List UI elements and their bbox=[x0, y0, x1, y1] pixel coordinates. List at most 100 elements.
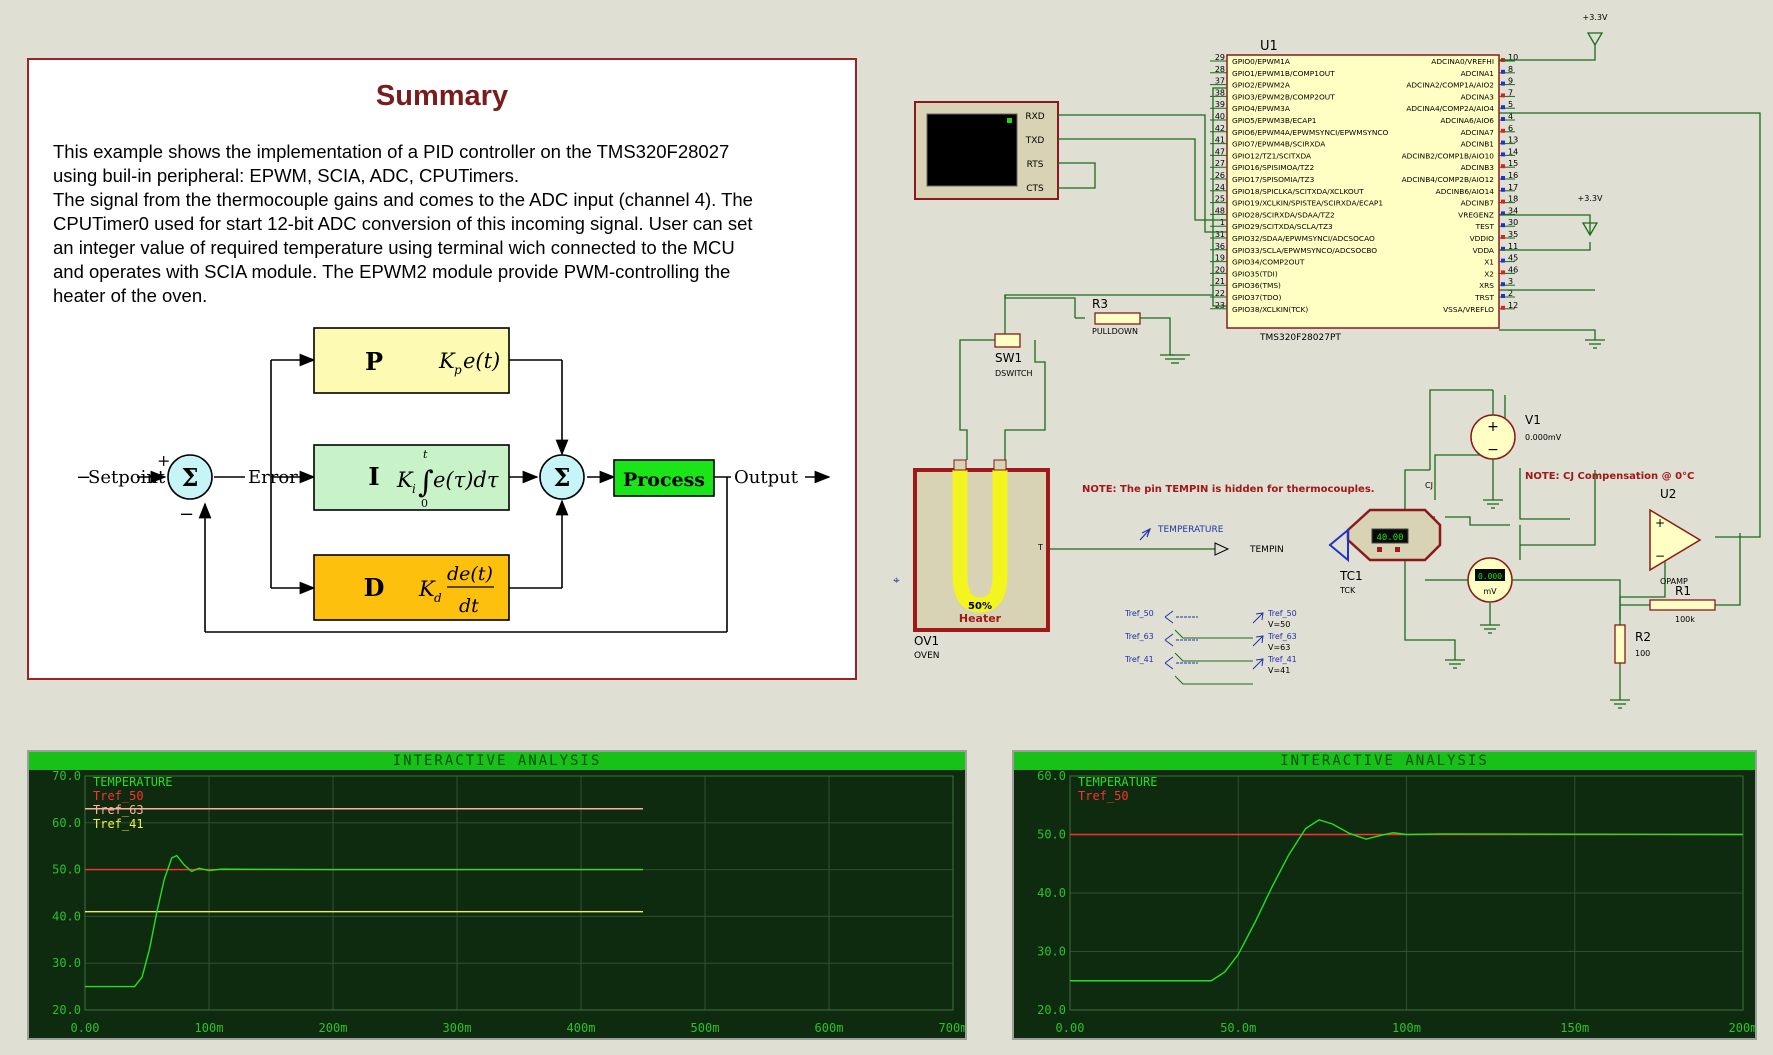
oven-heater-label: Heater bbox=[959, 612, 1002, 625]
summary-line-1: This example shows the implementation of… bbox=[53, 141, 730, 162]
x-tick-label: 200m bbox=[1729, 1021, 1755, 1035]
x-tick-label: 200m bbox=[319, 1021, 348, 1035]
virtual-terminal: RXD TXD RTS CTS bbox=[914, 101, 1059, 200]
temperature-probe-label: TEMPERATURE bbox=[1157, 525, 1224, 535]
mcu-left-pin-num: 48 bbox=[1215, 206, 1225, 215]
mcu-right-pin-state bbox=[1501, 105, 1505, 110]
gen-right-3: Tref_41 bbox=[1267, 655, 1297, 664]
mcu-right-pin-num: 9 bbox=[1508, 77, 1513, 86]
terminal-pin-rxd: RXD bbox=[1025, 112, 1044, 122]
u2-value: OPAMP bbox=[1660, 577, 1688, 586]
summary-line-6: and operates with SCIA module. The EPWM2… bbox=[53, 261, 731, 282]
svg-text:p: p bbox=[454, 363, 462, 377]
mcu-right-pin-name: ADCINB4/COMP2B/AIO12 bbox=[1402, 175, 1494, 184]
mcu-left-pin-num: 1 bbox=[1220, 218, 1225, 227]
y-tick-label: 50.0 bbox=[1037, 828, 1066, 842]
mcu-right-pin-state bbox=[1501, 258, 1505, 263]
tc1-cj-label: CJ bbox=[1425, 481, 1433, 490]
v1-minus: − bbox=[1487, 442, 1499, 458]
gen-left-2: Tref_63 bbox=[1124, 632, 1154, 641]
mcu-left-pin-name: GPIO34/COMP2OUT bbox=[1232, 258, 1305, 267]
mcu-left-pin-name: GPIO0/EPWM1A bbox=[1232, 57, 1290, 66]
summary-line-3: The signal from the thermocouple gains a… bbox=[53, 189, 753, 210]
mcu-right-pin-state bbox=[1501, 199, 1505, 204]
x-tick-label: 100m bbox=[1392, 1021, 1421, 1035]
r3-ref: R3 bbox=[1092, 297, 1108, 311]
vcc-label-2: +3.3V bbox=[1578, 194, 1603, 203]
tc1-ref: TC1 bbox=[1339, 569, 1363, 583]
svg-text:t: t bbox=[423, 448, 428, 461]
mcu-right-pin-name: ADCINB3 bbox=[1461, 163, 1495, 172]
y-tick-label: 60.0 bbox=[52, 816, 81, 830]
legend-entry: TEMPERATURE bbox=[1078, 775, 1157, 789]
mcu-right-pin-name: TEST bbox=[1475, 222, 1495, 231]
mcu-right-pin-num: 4 bbox=[1508, 112, 1513, 121]
sw1-ref: SW1 bbox=[995, 351, 1022, 365]
mcu-right-pin-state bbox=[1501, 223, 1505, 228]
x-tick-label: 300m bbox=[443, 1021, 472, 1035]
mcu-right-pin-name: X2 bbox=[1484, 269, 1494, 278]
x-tick-label: 500m bbox=[691, 1021, 720, 1035]
generator-symbols bbox=[1164, 610, 1264, 670]
mcu-left-pin-name: GPIO16/SPISIMOA/TZ2 bbox=[1232, 163, 1314, 172]
mcu-right-pin-state bbox=[1501, 81, 1505, 86]
x-tick-label: 400m bbox=[567, 1021, 596, 1035]
mcu-left-pin-name: GPIO32/SDAA/EPWMSYNCI/ADCSOCAO bbox=[1232, 234, 1375, 243]
mcu-right-pin-state bbox=[1501, 294, 1505, 298]
u2-ref: U2 bbox=[1660, 487, 1676, 501]
mcu-left-pin-num: 24 bbox=[1215, 183, 1225, 192]
mcu-right-pin-num: 13 bbox=[1508, 136, 1518, 145]
oven-ref: OV1 bbox=[914, 634, 939, 648]
mcu-right-pin-num: 46 bbox=[1508, 265, 1518, 274]
r2-ref: R2 bbox=[1635, 630, 1651, 644]
mcu-left-pin-num: 22 bbox=[1215, 289, 1225, 298]
output-label: Output bbox=[734, 467, 799, 488]
mcu-right-pin-state bbox=[1501, 128, 1505, 133]
mcu-right-pin-num: 35 bbox=[1508, 230, 1518, 239]
svg-text:i: i bbox=[412, 482, 416, 496]
mcu-left-pin-name: GPIO6/EPWM4A/EPWMSYNCI/EPWMSYNCO bbox=[1232, 128, 1389, 137]
mcu-right-pin-name: X1 bbox=[1484, 258, 1494, 267]
mcu-left-pin-num: 29 bbox=[1215, 53, 1225, 62]
mcu-right-pin-name: ADCINA6/AIO6 bbox=[1440, 116, 1494, 125]
minus-sign: − bbox=[179, 504, 194, 525]
mcu-left-pin-num: 26 bbox=[1215, 171, 1225, 180]
mcu-right-pin-num: 14 bbox=[1508, 147, 1518, 156]
terminal-pin-rts: RTS bbox=[1027, 160, 1044, 170]
gen-value-2: V=63 bbox=[1268, 643, 1290, 652]
process-block bbox=[613, 459, 715, 497]
summary-line-2: using buil-in peripheral: EPWM, SCIA, AD… bbox=[53, 165, 520, 186]
r1-resistor bbox=[1649, 599, 1716, 611]
mcu-right-pin-num: 8 bbox=[1508, 65, 1513, 74]
x-tick-label: 0.00 bbox=[71, 1021, 100, 1035]
svg-text:∫: ∫ bbox=[418, 465, 434, 500]
tempin-label: TEMPIN bbox=[1249, 545, 1284, 555]
svg-text:K: K bbox=[396, 468, 414, 492]
mcu-left-pin-name: GPIO17/SPISOMIA/TZ3 bbox=[1232, 175, 1315, 184]
thermocouple-tc1: 40.00 bbox=[1328, 508, 1442, 563]
error-label: Error bbox=[248, 467, 298, 488]
mcu-right-pin-num: 18 bbox=[1508, 195, 1518, 204]
mcu-right-pin-state bbox=[1501, 69, 1505, 74]
svg-text:dt: dt bbox=[459, 595, 479, 617]
plot-frame bbox=[1069, 775, 1744, 1011]
mcu-left-pin-num: 41 bbox=[1215, 136, 1225, 145]
mcu-right-pin-name: ADCINA2/COMP1A/AIO2 bbox=[1406, 81, 1494, 90]
mcu-ref: U1 bbox=[1260, 39, 1278, 54]
oven-pin-t: T bbox=[1037, 543, 1043, 552]
mcu-right-pin-state bbox=[1501, 117, 1505, 121]
mcu-left-pin-name: GPIO33/SCLA/EPWMSYNCO/ADCSOCBO bbox=[1232, 246, 1377, 255]
plus-sign: + bbox=[157, 451, 170, 470]
mcu-left-pin-name: GPIO19/XCLKIN/SPISTEA/SCIRXDA/ECAP1 bbox=[1232, 199, 1383, 208]
plot-frame bbox=[84, 775, 954, 1011]
sum-symbol-2: Σ bbox=[554, 463, 571, 492]
gen-left-1: Tref_50 bbox=[1124, 609, 1154, 618]
mcu-left-pin-num: 47 bbox=[1215, 147, 1225, 156]
x-tick-label: 600m bbox=[815, 1021, 844, 1035]
mcu-left-pin-name: GPIO2/EPWM2A bbox=[1232, 81, 1290, 90]
